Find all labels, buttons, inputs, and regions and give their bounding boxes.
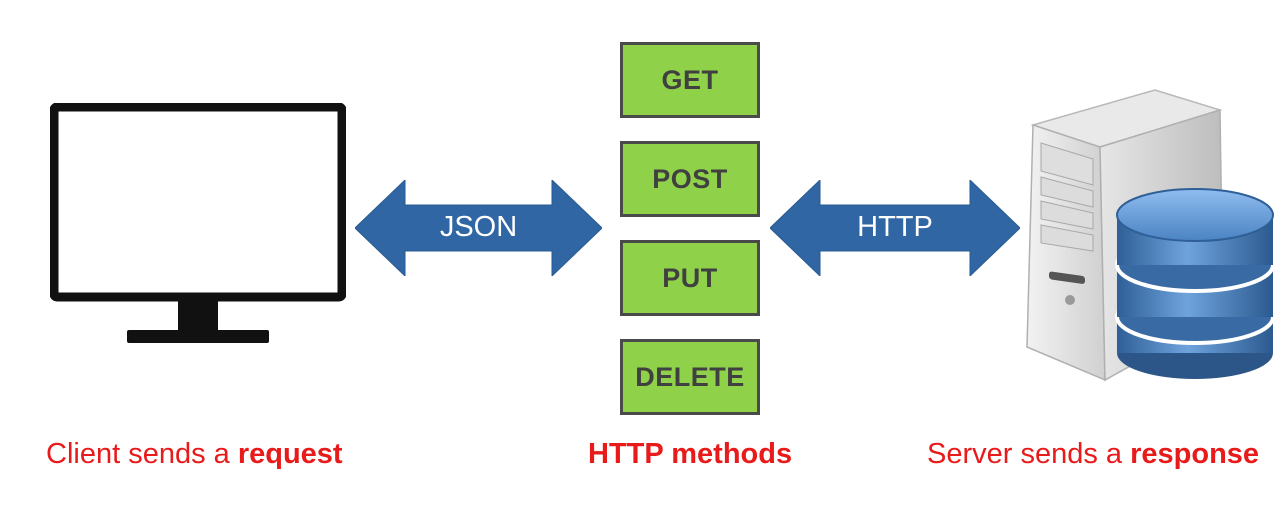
server-caption: Server sends a response: [927, 436, 1259, 472]
json-double-arrow: [355, 180, 602, 276]
methods-caption: HTTP methods: [588, 436, 792, 472]
json-label: JSON: [439, 211, 518, 243]
client-caption-emphasis: request: [237, 438, 343, 470]
http-double-arrow: [770, 180, 1020, 276]
methods-caption-emphasis: HTTP methods: [588, 438, 793, 470]
method-put-box: PUT: [620, 240, 760, 316]
server-with-database-icon: [1026, 89, 1275, 382]
method-delete-box: DELETE: [620, 339, 760, 415]
client-caption: Client sends a request: [46, 436, 343, 472]
server-caption-prefix: Server sends a: [927, 438, 1131, 470]
server-caption-emphasis: response: [1130, 438, 1260, 470]
method-get-box: GET: [620, 42, 760, 118]
method-post-box: POST: [620, 141, 760, 217]
http-label: HTTP: [857, 211, 933, 243]
monitor-icon: [50, 103, 346, 343]
client-caption-prefix: Client sends a: [46, 438, 238, 470]
